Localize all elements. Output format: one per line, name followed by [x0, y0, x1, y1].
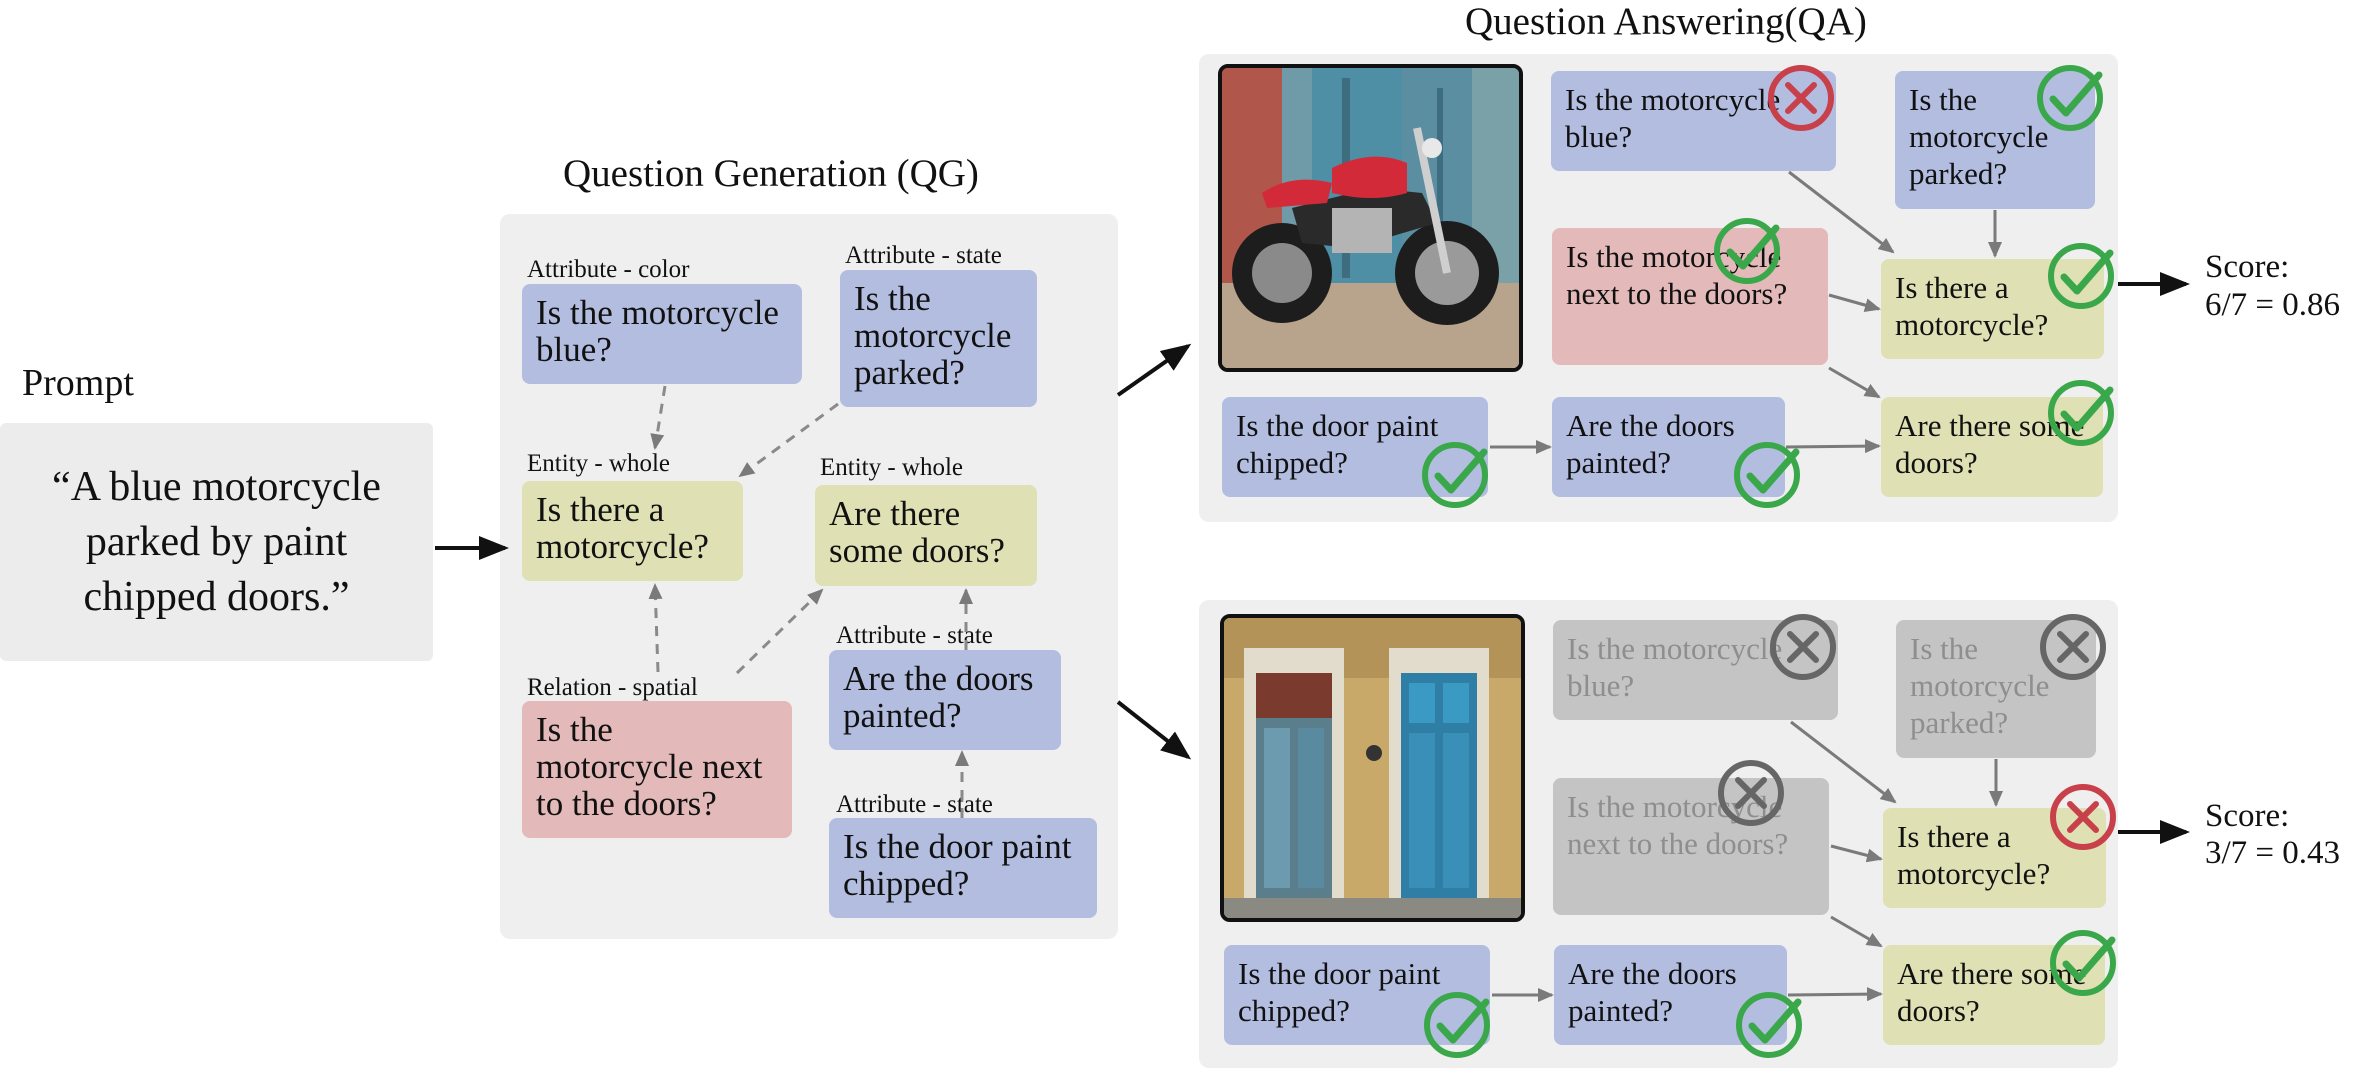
red-motorcycle-photo — [1218, 64, 1523, 372]
qa1-motorcycle-parked: Is the motorcycle parked? — [1895, 71, 2095, 209]
skipped-icon — [2040, 614, 2106, 680]
qg-label-relation-spatial: Relation - spatial — [527, 674, 698, 701]
prompt-heading: Prompt — [22, 362, 134, 404]
skipped-icon — [1718, 760, 1784, 826]
qa2-next-to-doors: Is the motorcycle next to the doors? — [1553, 778, 1829, 915]
qa2-doors-painted: Are the doors painted? — [1554, 945, 1787, 1045]
check-icon — [1714, 218, 1780, 284]
qg-node-motorcycle-blue: Is the motorcycle blue? — [522, 284, 802, 384]
qg-title: Question Generation (QG) — [563, 152, 979, 195]
score-label-2: Score: — [2205, 798, 2290, 834]
check-icon — [2037, 65, 2103, 131]
qa-title: Question Answering(QA) — [1465, 0, 1867, 43]
qg-label-attr-color: Attribute - color — [527, 256, 690, 283]
check-icon — [1422, 442, 1488, 508]
qa1-there-motorcycle: Is there a motorcycle? — [1881, 259, 2104, 359]
skipped-icon — [1770, 614, 1836, 680]
check-icon — [1424, 992, 1490, 1058]
qg-node-there-motorcycle: Is there a motorcycle? — [522, 481, 743, 581]
qg-node-paint-chipped: Is the door paint chipped? — [829, 818, 1097, 918]
qa1-next-to-doors: Is the motorcycle next to the doors? — [1552, 228, 1828, 365]
qg-label-attr-state-chipped: Attribute - state — [836, 791, 993, 818]
qg-node-doors-painted: Are the doors painted? — [829, 650, 1061, 750]
qg-to-qa1-arrow — [1116, 343, 1192, 397]
check-icon — [1736, 992, 1802, 1058]
wrong-icon — [2050, 784, 2116, 850]
check-icon — [2050, 930, 2116, 996]
score-value-2: 3/7 = 0.43 — [2205, 835, 2341, 871]
qg-label-entity-doors: Entity - whole — [820, 454, 964, 481]
qa2-there-motorcycle: Is there a motorcycle? — [1883, 808, 2106, 908]
qg-label-attr-state-parked: Attribute - state — [845, 242, 1002, 269]
qg-to-qa2-arrow — [1116, 700, 1192, 760]
qg-node-some-doors: Are there some doors? — [815, 485, 1037, 586]
qg-label-entity-motorcycle: Entity - whole — [527, 450, 671, 477]
prompt-box: “A blue motorcycle parked by paint chipp… — [0, 423, 433, 661]
score-value-1: 6/7 = 0.86 — [2205, 287, 2341, 323]
qg-node-motorcycle-parked: Is the motorcycle parked? — [840, 270, 1037, 407]
score-label-1: Score: — [2205, 249, 2290, 285]
qa1-motorcycle-blue: Is the motorcycle blue? — [1551, 71, 1836, 171]
qg-label-attr-state-painted: Attribute - state — [836, 622, 993, 649]
check-icon — [2048, 243, 2114, 309]
blue-doors-photo — [1220, 614, 1525, 922]
qg-node-next-to-doors: Is the motorcycle next to the doors? — [522, 701, 792, 838]
wrong-icon — [1768, 65, 1834, 131]
check-icon — [1734, 442, 1800, 508]
qa2-motorcycle-parked: Is the motorcycle parked? — [1896, 620, 2096, 758]
prompt-text: “A blue motorcycle parked by paint chipp… — [52, 463, 381, 620]
qa1-doors-painted: Are the doors painted? — [1552, 397, 1785, 497]
check-icon — [2048, 380, 2114, 446]
